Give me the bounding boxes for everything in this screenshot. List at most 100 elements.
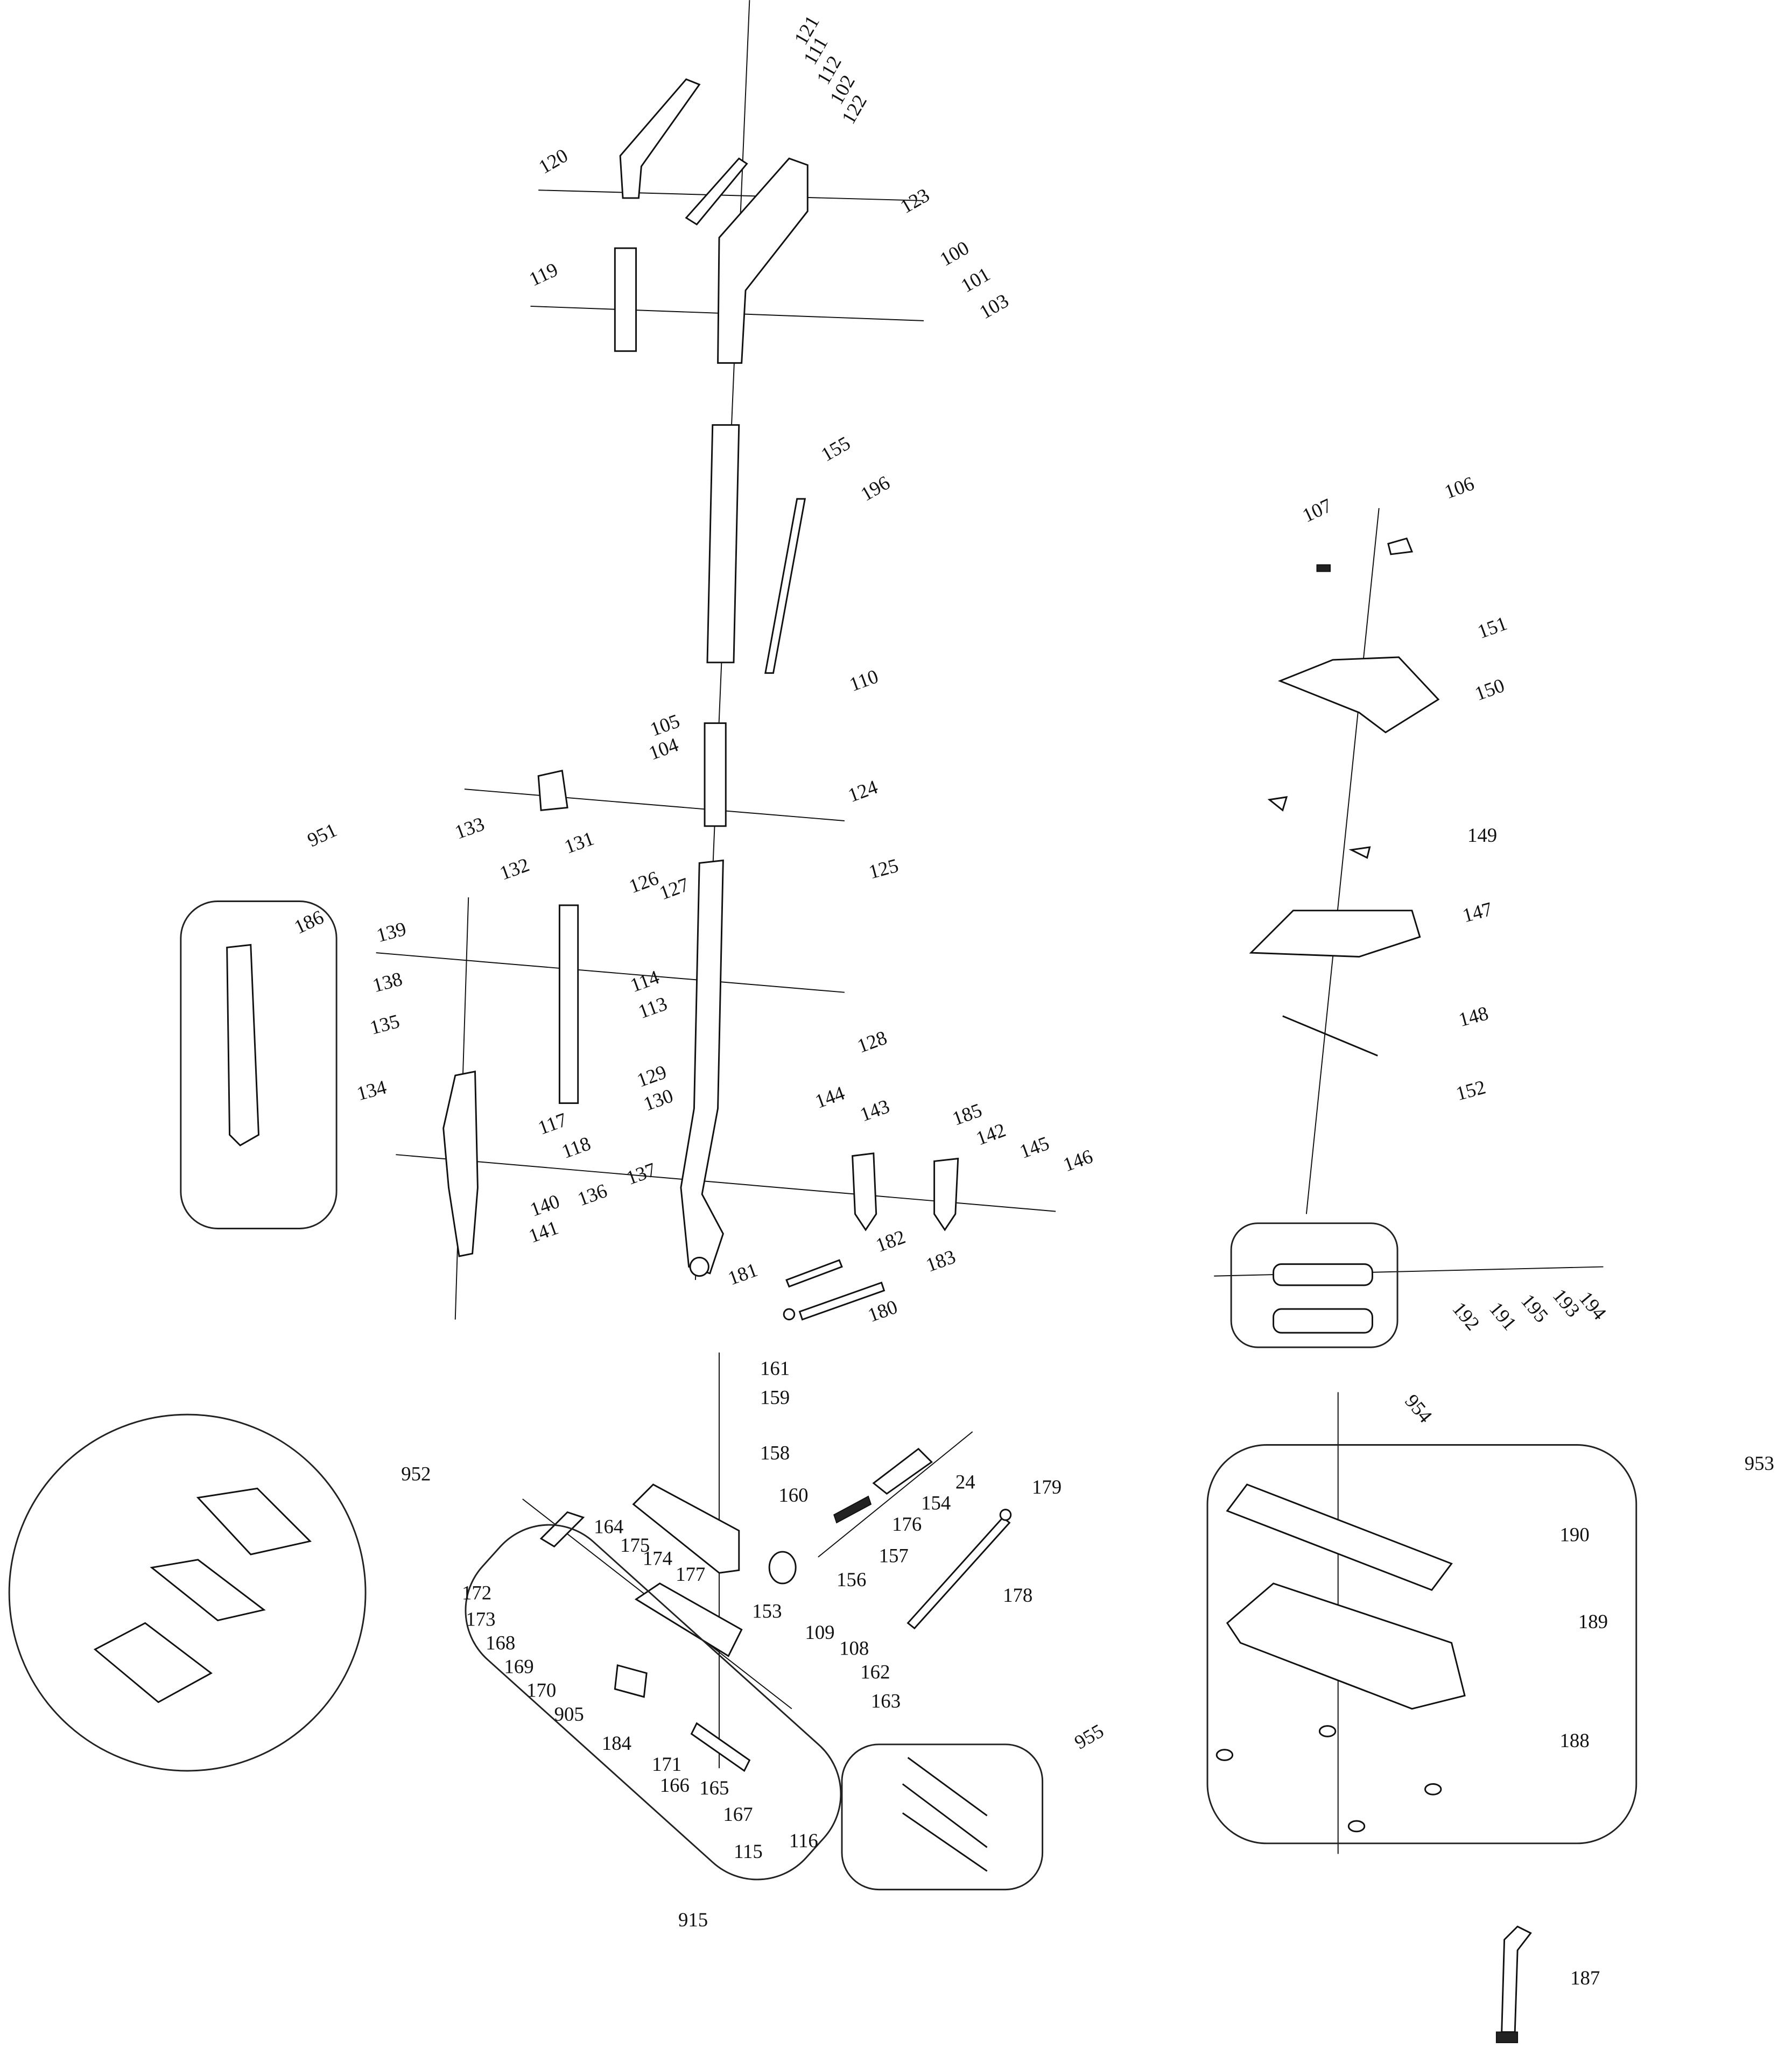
part-roller-954 — [1273, 1263, 1373, 1286]
part-number-label: 107 — [1299, 494, 1335, 526]
part-number-label: 915 — [678, 1909, 708, 1931]
part-number-label: 106 — [1442, 472, 1477, 503]
part-number-label: 163 — [871, 1690, 901, 1712]
part-number-label: 138 — [370, 968, 405, 997]
part-number-label: 131 — [561, 827, 597, 857]
part-number-label: 171 — [652, 1753, 681, 1775]
part-number-label: 194 — [1575, 1287, 1611, 1324]
part-main-body — [680, 859, 724, 1275]
part-bracket-2 — [933, 1157, 959, 1231]
part-number-label: 187 — [1570, 1967, 1600, 1989]
part-number-label: 905 — [554, 1703, 584, 1725]
part-number-label: 149 — [1467, 824, 1497, 846]
part-number-label: 196 — [857, 471, 894, 505]
part-number-label: 139 — [374, 917, 409, 946]
part-connector — [704, 722, 727, 827]
part-tank-handle — [1226, 1483, 1453, 1591]
callout-frame-954 — [1230, 1222, 1399, 1348]
part-number-label: 162 — [860, 1660, 890, 1683]
part-number-label: 180 — [865, 1296, 901, 1326]
part-number-label: 103 — [975, 289, 1012, 323]
part-number-label: 168 — [486, 1631, 515, 1653]
part-number-label: 119 — [525, 258, 561, 291]
part-number-label: 120 — [535, 144, 571, 178]
part-handle-lower — [614, 247, 637, 352]
part-number-label: 135 — [368, 1010, 402, 1039]
part-number-label: 156 — [837, 1568, 866, 1590]
part-number-label: 951 — [304, 819, 340, 851]
part-number-label: 142 — [973, 1118, 1009, 1149]
part-number-label: 167 — [723, 1803, 753, 1825]
part-number-label: 124 — [845, 776, 881, 806]
part-spring — [833, 1495, 872, 1524]
part-top-cover — [1277, 656, 1440, 734]
part-number-label: 101 — [957, 263, 994, 297]
part-number-label: 141 — [526, 1216, 561, 1247]
part-head-base — [634, 1582, 743, 1657]
callout-frame-952 — [8, 1413, 367, 1772]
part-number-label: 170 — [526, 1679, 556, 1701]
part-number-label: 159 — [760, 1387, 790, 1409]
part-number-label: 128 — [854, 1026, 890, 1057]
part-number-label: 154 — [921, 1492, 951, 1514]
part-number-label: 150 — [1472, 674, 1507, 705]
parts-drawings — [93, 78, 1532, 2043]
part-number-label: 125 — [866, 854, 901, 883]
part-number-label: 183 — [923, 1245, 958, 1276]
part-number-label: 157 — [879, 1545, 909, 1567]
part-number-label: 169 — [504, 1656, 533, 1678]
part-number-label: 954 — [1401, 1390, 1437, 1427]
part-number-label: 143 — [857, 1095, 893, 1125]
part-number-label: 192 — [1448, 1298, 1484, 1335]
part-motor — [614, 1664, 648, 1698]
part-clip — [537, 770, 568, 811]
part-number-label: 173 — [466, 1608, 495, 1630]
callout-frames — [8, 900, 1638, 1891]
part-number-label: 144 — [812, 1082, 848, 1113]
part-number-label: 155 — [817, 432, 854, 466]
part-number-label: 151 — [1474, 612, 1510, 643]
part-number-label: 109 — [805, 1621, 834, 1643]
part-number-label: 100 — [936, 236, 973, 270]
part-number-label: 140 — [527, 1190, 563, 1221]
part-labels: 1211111121021221201231191001011031551961… — [291, 12, 1774, 1989]
part-number-label: 172 — [462, 1581, 491, 1603]
part-number-label: 148 — [1456, 1002, 1491, 1031]
part-number-label: 953 — [1745, 1452, 1774, 1474]
part-number-label: 179 — [1032, 1476, 1062, 1498]
part-handle-frame — [717, 157, 809, 364]
part-number-label: 115 — [734, 1840, 763, 1862]
part-number-label: 133 — [452, 812, 487, 843]
part-tube — [706, 424, 740, 664]
part-number-label: 182 — [873, 1226, 908, 1256]
callout-frame-955 — [841, 1743, 1044, 1891]
part-number-label: 108 — [839, 1637, 869, 1659]
part-pin — [1282, 1015, 1378, 1057]
part-number-label: 147 — [1460, 898, 1495, 927]
part-number-label: 189 — [1578, 1610, 1608, 1632]
part-number-label: 132 — [497, 853, 532, 884]
part-number-label: 185 — [950, 1099, 985, 1129]
part-head-frame — [632, 1483, 740, 1574]
part-number-label: 191 — [1485, 1298, 1521, 1335]
callout-frame-953 — [1206, 1444, 1638, 1845]
part-pcb — [1249, 910, 1421, 958]
part-number-label: 114 — [627, 966, 662, 996]
part-number-label: 145 — [1017, 1132, 1052, 1163]
part-number-label: 113 — [635, 992, 670, 1023]
part-rod — [798, 1282, 886, 1321]
part-number-label: 160 — [778, 1484, 808, 1506]
part-number-label: 136 — [574, 1179, 610, 1210]
part-number-label: 146 — [1060, 1145, 1095, 1176]
part-roller — [690, 1722, 751, 1772]
part-number-label: 116 — [789, 1829, 818, 1852]
part-number-label: 177 — [676, 1563, 705, 1585]
part-number-label: 24 — [955, 1470, 975, 1493]
part-bar — [906, 1516, 1011, 1630]
part-number-label: 190 — [1560, 1523, 1590, 1545]
part-cable — [764, 498, 806, 674]
part-number-label: 952 — [401, 1463, 431, 1485]
part-head-plate — [539, 1511, 585, 1548]
part-number-label: 188 — [1560, 1729, 1590, 1751]
part-number-label: 186 — [291, 906, 327, 938]
